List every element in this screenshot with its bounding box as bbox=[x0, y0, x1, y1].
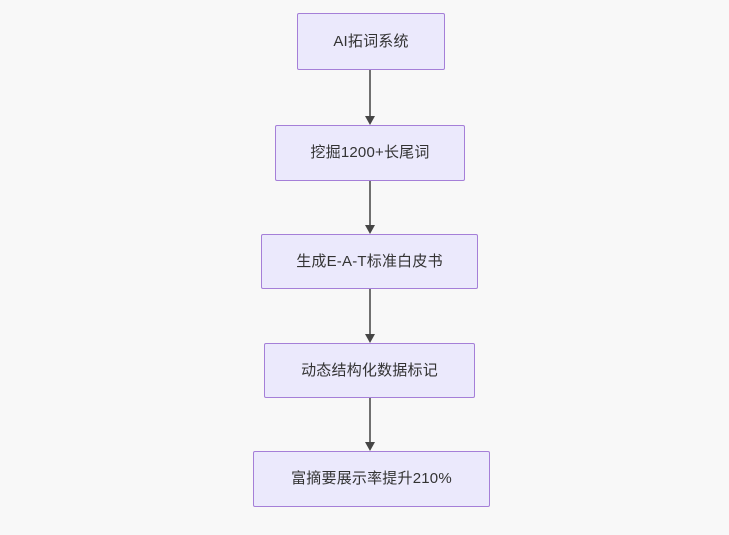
edge-connector bbox=[363, 181, 377, 234]
flowchart-node-dynamic-structured-data-markup[interactable]: 动态结构化数据标记 bbox=[264, 343, 475, 398]
flowchart-node-generate-eat-whitepaper[interactable]: 生成E-A-T标准白皮书 bbox=[261, 234, 478, 289]
node-label: 生成E-A-T标准白皮书 bbox=[296, 252, 443, 270]
flowchart-node-ai-keyword-system[interactable]: AI拓词系统 bbox=[297, 13, 445, 70]
edge-connector bbox=[363, 398, 377, 451]
node-label: 富摘要展示率提升210% bbox=[291, 470, 452, 487]
node-label: 动态结构化数据标记 bbox=[301, 361, 438, 379]
node-label: 挖掘1200+长尾词 bbox=[310, 144, 430, 161]
flowchart-node-rich-snippet-rate-increase[interactable]: 富摘要展示率提升210% bbox=[253, 451, 490, 507]
edge-connector bbox=[363, 289, 377, 343]
flowchart-node-mine-longtail-keywords[interactable]: 挖掘1200+长尾词 bbox=[275, 125, 465, 181]
edge-connector bbox=[363, 70, 377, 125]
node-label: AI拓词系统 bbox=[333, 32, 409, 50]
